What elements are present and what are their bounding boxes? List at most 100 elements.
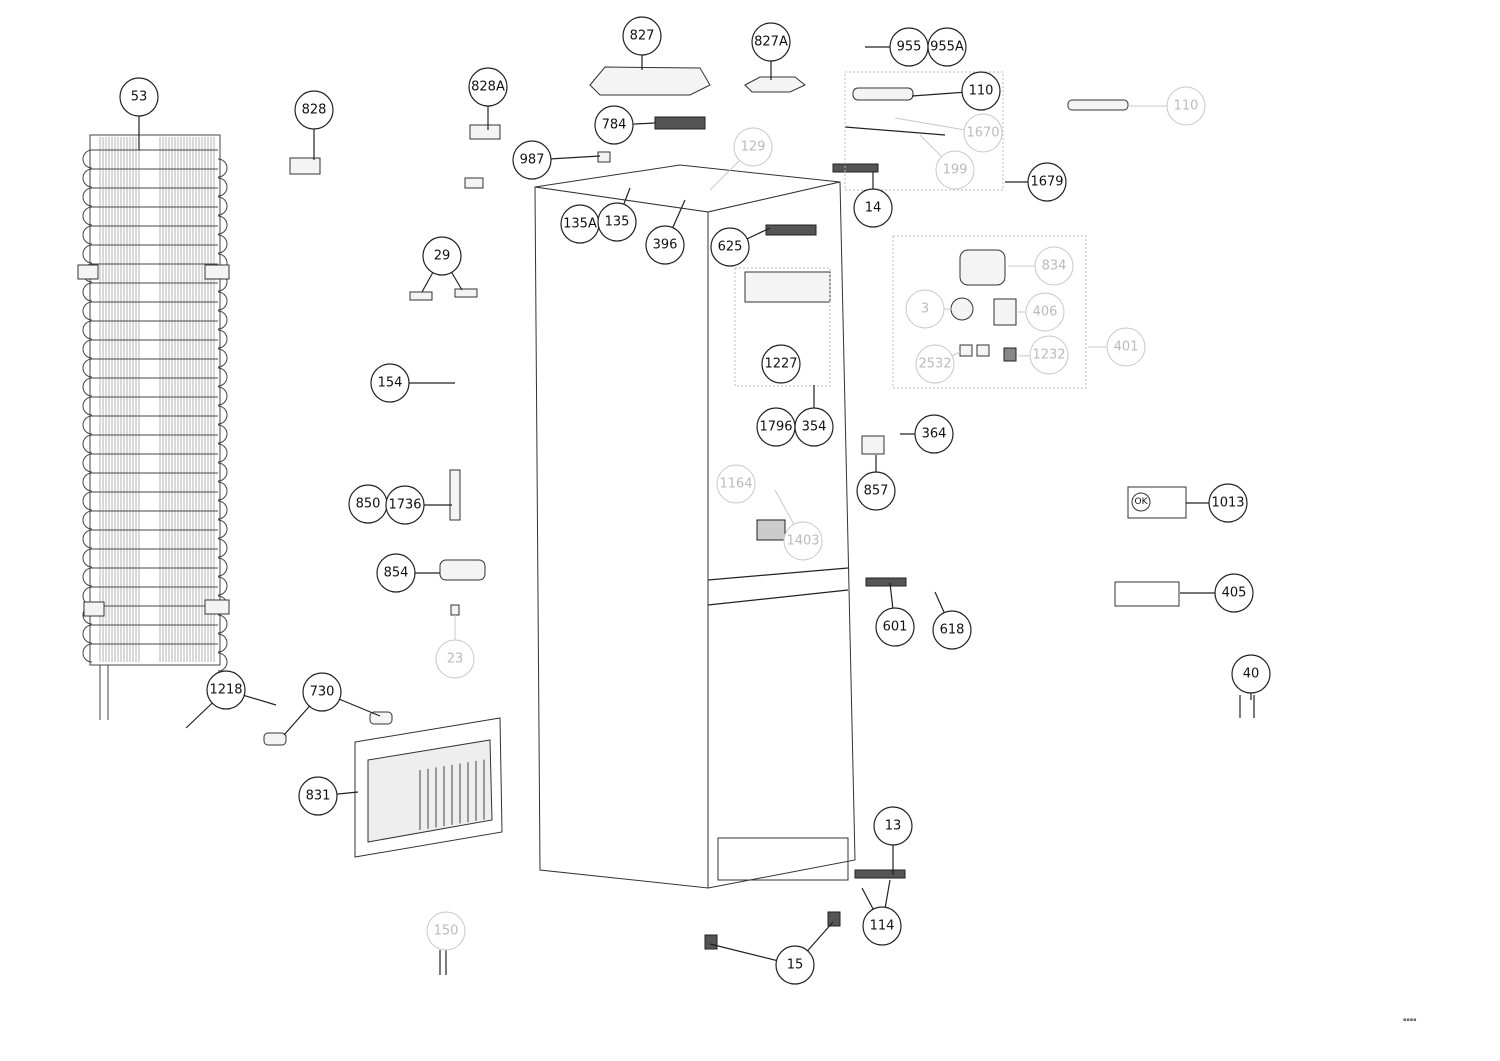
callout-label: 601 [883, 620, 908, 635]
callout-114[interactable]: 114 [862, 906, 902, 946]
callout-29[interactable]: 29 [422, 236, 462, 276]
callout-364[interactable]: 364 [914, 414, 954, 454]
callout-199[interactable]: 199 [935, 150, 975, 190]
callout-circle [963, 113, 1003, 153]
callout-label: 1227 [764, 357, 797, 372]
callout-135A[interactable]: 135A [560, 204, 600, 244]
callout-label: 834 [1042, 259, 1067, 274]
callout-circle [512, 140, 552, 180]
callout-354[interactable]: 354 [794, 407, 834, 447]
callout-label: 1218 [209, 683, 242, 698]
callout-circle [435, 639, 475, 679]
callout-label: 129 [741, 140, 766, 155]
callout-405[interactable]: 405 [1214, 573, 1254, 613]
callout-circle [1208, 483, 1248, 523]
callout-23[interactable]: 23 [435, 639, 475, 679]
callout-label: 828A [471, 80, 505, 95]
callout-circle [376, 553, 416, 593]
callout-label: 2532 [918, 357, 951, 372]
callout-1227[interactable]: 1227 [761, 344, 801, 384]
callout-1736[interactable]: 1736 [385, 485, 425, 525]
callout-label: 396 [653, 238, 678, 253]
callout-label: 13 [885, 819, 902, 834]
callout-circle [1025, 292, 1065, 332]
callout-13[interactable]: 13 [873, 806, 913, 846]
callout-857[interactable]: 857 [856, 471, 896, 511]
callout-label: 1736 [388, 498, 421, 513]
callout-label: 23 [447, 652, 464, 667]
callout-circle [775, 945, 815, 985]
callout-401[interactable]: 401 [1106, 327, 1146, 367]
callout-110[interactable]: 110 [1166, 86, 1206, 126]
label-405 [1114, 581, 1180, 607]
callout-396[interactable]: 396 [645, 225, 685, 265]
callout-circle [597, 202, 637, 242]
callout-label: 40 [1243, 667, 1260, 682]
callout-label: 831 [306, 789, 331, 804]
callout-3[interactable]: 3 [905, 289, 945, 329]
callout-label: 854 [384, 566, 409, 581]
control-parts [861, 249, 1017, 455]
callout-834[interactable]: 834 [1034, 246, 1074, 286]
callout-1403[interactable]: 1403 [783, 521, 823, 561]
callout-label: 1232 [1032, 348, 1065, 363]
callout-label: 1403 [786, 534, 819, 549]
callout-1796[interactable]: 1796 [756, 407, 796, 447]
callout-1670[interactable]: 1670 [963, 113, 1003, 153]
callout-110[interactable]: 110 [961, 71, 1001, 111]
callout-53[interactable]: 53 [119, 77, 159, 117]
callout-1013[interactable]: 1013 [1208, 483, 1248, 523]
callout-circle [935, 150, 975, 190]
callout-40[interactable]: 40 [1231, 654, 1271, 694]
callout-955A[interactable]: 955A [927, 27, 967, 67]
callout-1164[interactable]: 1164 [716, 464, 756, 504]
callout-1232[interactable]: 1232 [1029, 335, 1069, 375]
compressor-plate [354, 717, 503, 858]
callout-828A[interactable]: 828A [468, 67, 508, 107]
callout-circle [370, 363, 410, 403]
callout-625[interactable]: 625 [710, 227, 750, 267]
callout-2532[interactable]: 2532 [915, 344, 955, 384]
callout-15[interactable]: 15 [775, 945, 815, 985]
callout-circle [298, 776, 338, 816]
callout-circle [761, 344, 801, 384]
callout-circle [1214, 573, 1254, 613]
callout-circle [716, 464, 756, 504]
callout-label: 955A [930, 40, 964, 55]
callout-827A[interactable]: 827A [751, 22, 791, 62]
callout-label: 3 [921, 302, 929, 317]
callout-14[interactable]: 14 [853, 188, 893, 228]
callout-831[interactable]: 831 [298, 776, 338, 816]
callout-784[interactable]: 784 [594, 105, 634, 145]
callout-987[interactable]: 987 [512, 140, 552, 180]
callout-circle [927, 27, 967, 67]
callout-150[interactable]: 150 [426, 911, 466, 951]
callout-label: 406 [1033, 305, 1058, 320]
callout-618[interactable]: 618 [932, 610, 972, 650]
callout-circle [468, 67, 508, 107]
callout-827[interactable]: 827 [622, 16, 662, 56]
callout-154[interactable]: 154 [370, 363, 410, 403]
callout-406[interactable]: 406 [1025, 292, 1065, 332]
callout-135[interactable]: 135 [597, 202, 637, 242]
callout-label: 364 [922, 427, 947, 442]
callout-circle [783, 521, 823, 561]
callout-label: 135A [563, 217, 597, 232]
callout-label: 405 [1222, 586, 1247, 601]
callout-850[interactable]: 850 [348, 484, 388, 524]
callout-1679[interactable]: 1679 [1027, 162, 1067, 202]
callout-1218[interactable]: 1218 [206, 670, 246, 710]
callout-828[interactable]: 828 [294, 90, 334, 130]
callout-label: 827 [630, 29, 655, 44]
callout-955[interactable]: 955 [889, 27, 929, 67]
callout-601[interactable]: 601 [875, 607, 915, 647]
callout-label: 1670 [966, 126, 999, 141]
callout-circle [751, 22, 791, 62]
callout-circle [622, 16, 662, 56]
callout-circle [302, 672, 342, 712]
callout-854[interactable]: 854 [376, 553, 416, 593]
callout-730[interactable]: 730 [302, 672, 342, 712]
callout-circle [206, 670, 246, 710]
callout-129[interactable]: 129 [733, 127, 773, 167]
callout-label: 110 [969, 84, 994, 99]
